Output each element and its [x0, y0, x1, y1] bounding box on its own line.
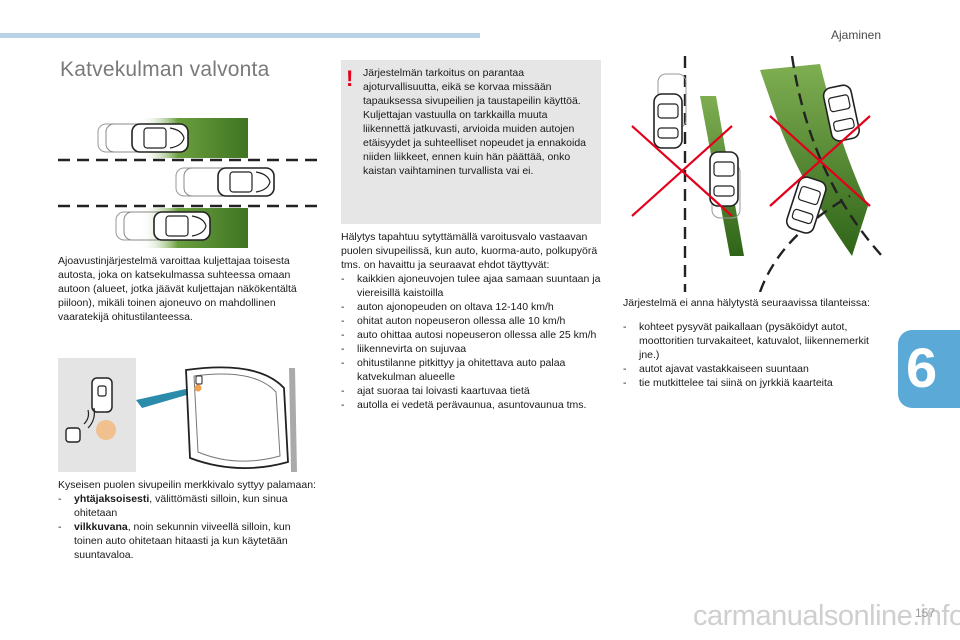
mirror-mode-1-text: , välittömästi silloin, kun sinua ohitet…: [74, 493, 288, 519]
no-alert-section: Järjestelmä ei anna hälytystä seuraaviss…: [623, 296, 885, 390]
warning-box: [341, 60, 601, 224]
car-icon: [653, 73, 687, 149]
list-item: -ohitat auton nopeuseron ollessa alle 10…: [341, 314, 603, 328]
list-item-text: liikennevirta on sujuvaa: [357, 343, 467, 355]
car-icon: [97, 123, 189, 153]
page-number: 157: [915, 606, 936, 620]
blind-spot-zone-curve: [760, 64, 868, 256]
car-icon: [115, 211, 211, 241]
mirror-icon: [185, 366, 297, 473]
warning-icon: !: [346, 66, 354, 91]
alert-section: Hälytys tapahtuu sytyttämällä varoitusva…: [341, 230, 603, 412]
list-item: -auton ajonopeuden on oltava 12-140 km/h: [341, 300, 603, 314]
car-icon: [175, 167, 275, 197]
section-title: Ajaminen: [831, 28, 882, 42]
car-icon: [709, 151, 741, 219]
blind-spot-zones-illustration: [58, 118, 320, 248]
list-item-text: ohitat auton nopeuseron ollessa alle 10 …: [357, 315, 566, 327]
header-accent-bar: [0, 33, 480, 38]
chapter-number: 6: [906, 336, 938, 399]
no-alert-intro: Järjestelmä ei anna hälytystä seuraaviss…: [623, 297, 870, 309]
mirror-intro: Kyseisen puolen sivupeilin merkkivalo sy…: [58, 479, 316, 491]
warning-light-icon: [65, 377, 116, 443]
list-item: -ohitustilanne pitkittyy ja ohitettava a…: [341, 356, 603, 384]
list-item-text: auto ohittaa autosi nopeuseron ollessa a…: [357, 329, 597, 341]
list-item: -kaikkien ajoneuvojen tulee ajaa samaan …: [341, 272, 603, 300]
no-alert-illustration: [631, 56, 882, 292]
warning-text: Järjestelmän tarkoitus on parantaa ajotu…: [363, 67, 586, 177]
page-title: Katvekulman valvonta: [60, 58, 270, 81]
mirror-indicator-illustration: [65, 366, 297, 473]
mirror-mode-1-bold: yhtäjaksoisesti: [74, 493, 150, 505]
car-icon: [783, 174, 829, 236]
alert-intro: Hälytys tapahtuu sytyttämällä varoitusva…: [341, 231, 598, 271]
mirror-mode-2-bold: vilkkuvana: [74, 521, 128, 533]
mirror-section: Kyseisen puolen sivupeilin merkkivalo sy…: [58, 478, 320, 562]
list-item-text: autolla ei vedetä perävaunua, asuntovaun…: [357, 399, 587, 411]
list-item: -ajat suoraa tai loivasti kaartuvaa tiet…: [341, 384, 603, 398]
cross-icon: [631, 125, 733, 217]
cross-icon: [769, 115, 871, 207]
footer-watermark: carmanualsonline.info: [693, 600, 960, 632]
list-item: - yhtäjaksoisesti, välittömästi silloin,…: [58, 493, 288, 519]
list-item: -autolla ei vedetä perävaunua, asuntovau…: [341, 398, 603, 412]
mirror-mode-2-text: , noin sekunnin viiveellä silloin, kun t…: [74, 521, 291, 561]
list-item: - vilkkuvana, noin sekunnin viiveellä si…: [58, 521, 291, 561]
list-item-text: ohitustilanne pitkittyy ja ohitettava au…: [357, 357, 566, 383]
list-item-text: autot ajavat vastakkaiseen suuntaan: [639, 363, 809, 375]
list-item-text: kaikkien ajoneuvojen tulee ajaa samaan s…: [357, 273, 601, 299]
list-item: -autot ajavat vastakkaiseen suuntaan: [623, 362, 885, 376]
list-item: -liikennevirta on sujuvaa: [341, 342, 603, 356]
list-item: -kohteet pysyvät paikallaan (pysäköidyt …: [623, 320, 885, 362]
list-item-text: ajat suoraa tai loivasti kaartuvaa tietä: [357, 385, 530, 397]
indicator-panel: [58, 358, 136, 472]
intro-text: Ajoavustinjärjestelmä varoittaa kuljetta…: [58, 255, 297, 323]
chapter-tab: [898, 330, 960, 408]
list-item-text: kohteet pysyvät paikallaan (pysäköidyt a…: [639, 321, 869, 361]
list-item: -auto ohittaa autosi nopeuseron ollessa …: [341, 328, 603, 342]
list-item-text: tie mutkittelee tai siinä on jyrkkiä kaa…: [639, 377, 833, 389]
intro-paragraph: Ajoavustinjärjestelmä varoittaa kuljetta…: [58, 254, 320, 324]
list-item: -tie mutkittelee tai siinä on jyrkkiä ka…: [623, 376, 885, 390]
list-item-text: auton ajonopeuden on oltava 12-140 km/h: [357, 301, 554, 313]
